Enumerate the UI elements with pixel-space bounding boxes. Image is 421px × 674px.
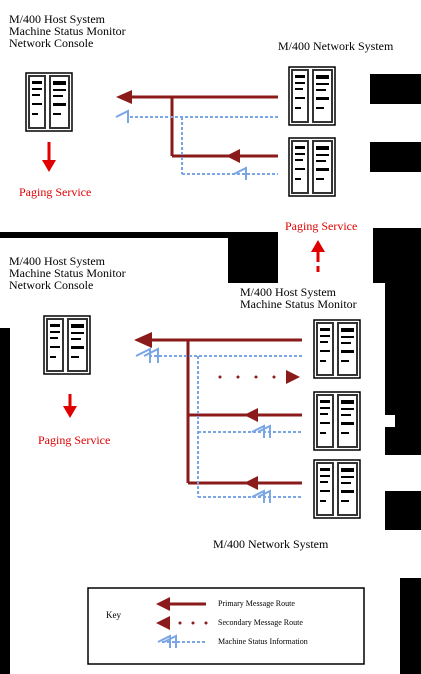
network-workstation-bottom-1 <box>313 319 361 379</box>
bottom-right-strip <box>385 415 395 427</box>
host-workstation-top <box>25 72 73 132</box>
network-workstation-top-1 <box>288 66 336 126</box>
primary-route-bottom <box>134 332 302 490</box>
secondary-route-bottom <box>218 370 300 384</box>
status-route-top <box>115 109 278 180</box>
bottom-host-line-3: Network Console <box>9 278 94 292</box>
top-host-line-1: M/400 Host System <box>9 12 106 26</box>
paging-right-panel <box>278 215 373 283</box>
top-panel-right-gap <box>370 104 421 142</box>
top-panel-right <box>370 0 421 74</box>
top-network-label: M/400 Network System <box>278 39 394 53</box>
bottom-paging: Paging Service <box>38 433 111 447</box>
bottom-right-host-line-1: M/400 Host System <box>240 285 337 299</box>
network-workstation-bottom-2 <box>313 391 361 451</box>
key-status-label: Machine Status Information <box>218 637 308 646</box>
bottom-host-line-1: M/400 Host System <box>9 254 106 268</box>
key-primary-label: Primary Message Route <box>218 599 295 608</box>
primary-route-top <box>116 90 278 163</box>
network-workstation-top-2 <box>288 137 336 197</box>
host-workstation-bottom <box>43 315 91 375</box>
paging-arrow-top-right <box>311 240 325 272</box>
key-box <box>87 587 365 665</box>
bottom-host-line-2: Machine Status Monitor <box>9 266 126 280</box>
key-secondary-symbol <box>156 616 208 630</box>
top-host-line-2: Machine Status Monitor <box>9 24 126 38</box>
bottom-right-strip2 <box>385 455 421 491</box>
key-title: Key <box>106 610 121 620</box>
key-secondary-label: Secondary Message Route <box>218 618 303 627</box>
top-paging-left: Paging Service <box>19 185 92 199</box>
status-route-bottom <box>135 347 302 503</box>
bottom-network-label: M/400 Network System <box>213 537 329 551</box>
network-workstation-bottom-3 <box>313 459 361 519</box>
paging-arrow-bottom <box>63 394 77 418</box>
bottom-right-strip3 <box>385 530 421 578</box>
key-status-symbol <box>157 634 206 648</box>
top-host-line-3: Network Console <box>9 36 94 50</box>
top-panel-right-gap2 <box>370 172 421 228</box>
paging-arrow-top-left <box>42 142 56 172</box>
bottom-right-host-line-2: Machine Status Monitor <box>240 297 357 311</box>
key-primary-symbol <box>156 597 206 611</box>
top-paging-right: Paging Service <box>285 219 358 233</box>
